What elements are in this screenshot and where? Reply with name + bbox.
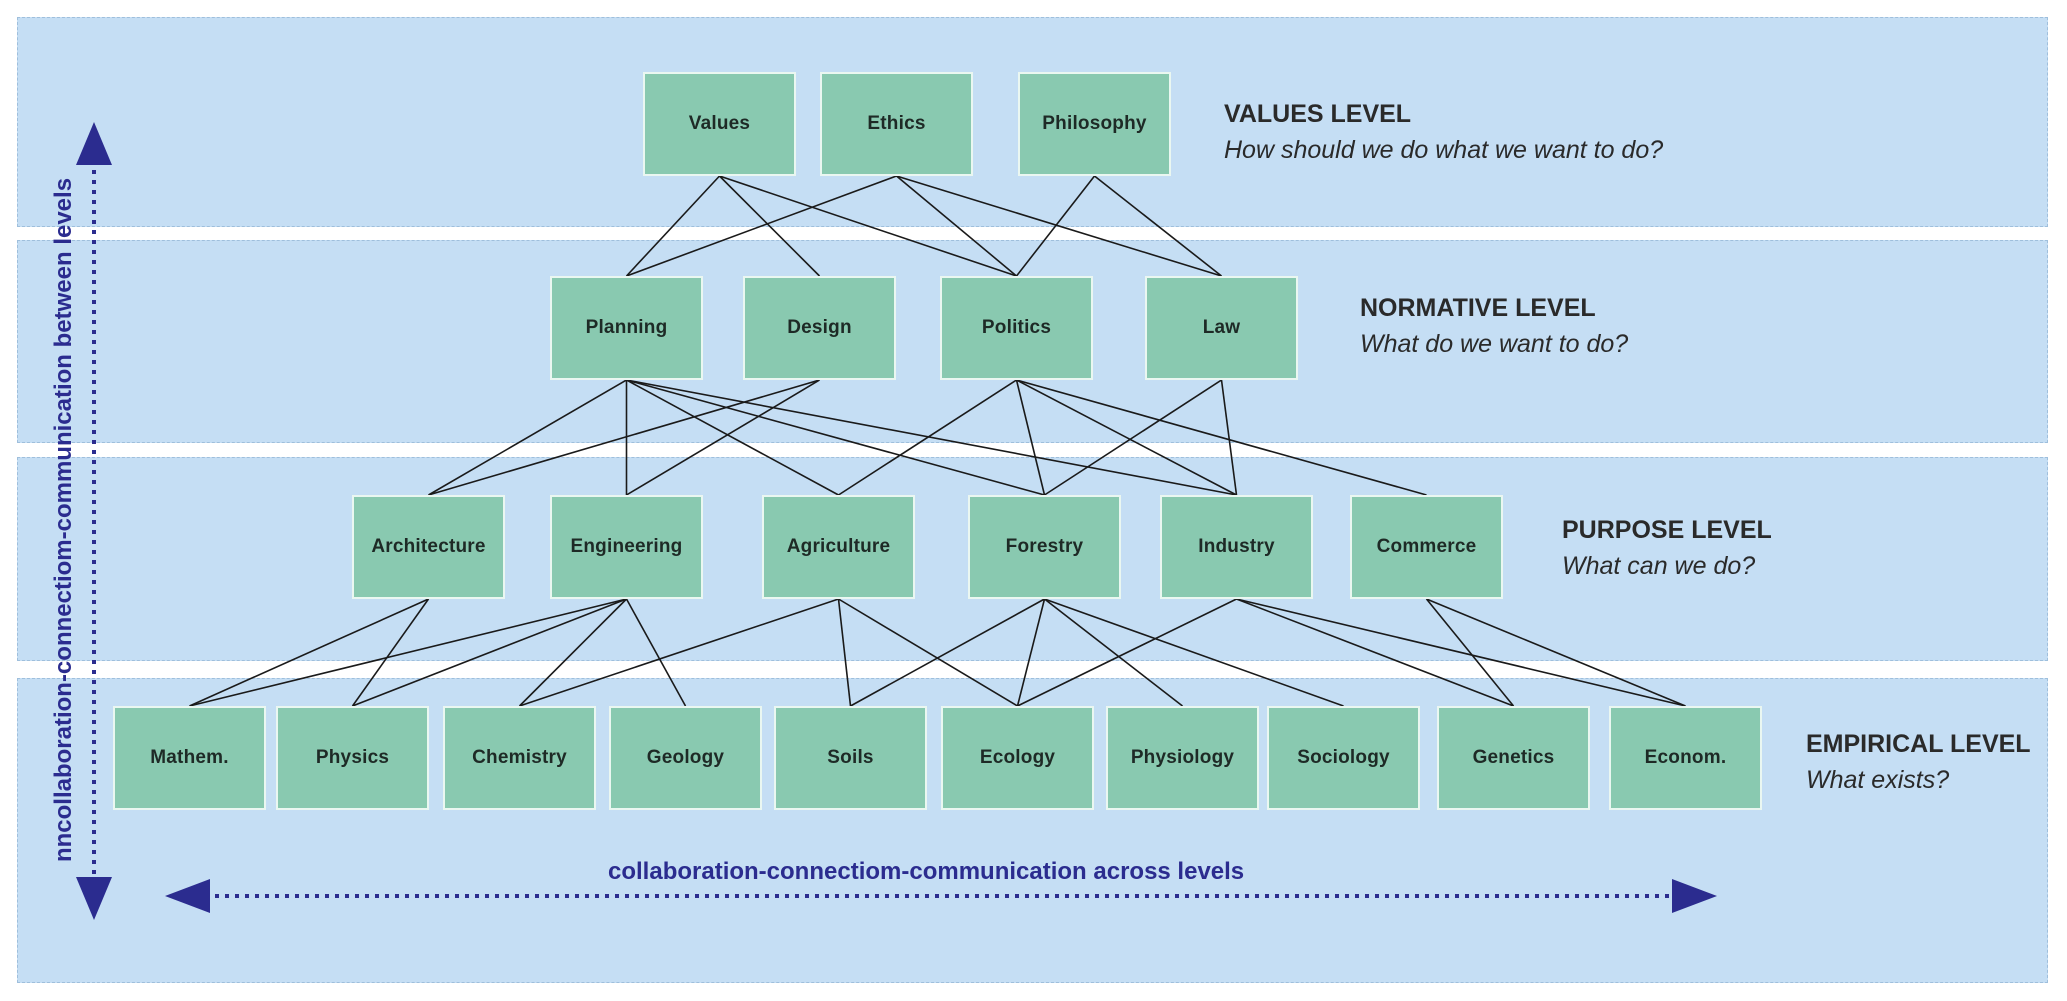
connector-line: [719, 175, 1017, 277]
node-genetics: Genetics: [1437, 706, 1590, 810]
connector-line: [1426, 598, 1686, 707]
connector-line: [518, 598, 628, 707]
node-politics: Politics: [940, 276, 1093, 380]
node-ecology: Ecology: [941, 706, 1094, 810]
connector-line: [895, 175, 1018, 277]
connector-line: [1016, 379, 1427, 496]
node-values: Values: [643, 72, 796, 176]
connector-line: [1220, 379, 1238, 496]
node-commerce: Commerce: [1350, 495, 1503, 599]
node-planning: Planning: [550, 276, 703, 380]
connector-line: [1015, 379, 1046, 496]
connector-line: [1015, 175, 1096, 277]
node-mathem: Mathem.: [113, 706, 266, 810]
connector-line: [718, 175, 821, 277]
empirical-level-question: What exists?: [1806, 766, 1950, 794]
node-physics: Physics: [276, 706, 429, 810]
connector-line: [626, 175, 897, 277]
connector-line: [625, 598, 687, 707]
connector-line: [189, 598, 627, 707]
node-chemistry: Chemistry: [443, 706, 596, 810]
connector-line: [625, 175, 721, 277]
connector-line: [626, 379, 839, 496]
connector-line: [519, 598, 839, 707]
connector-line: [626, 379, 820, 496]
purpose-level-title: PURPOSE LEVEL: [1562, 516, 1772, 544]
node-econom: Econom.: [1609, 706, 1762, 810]
normative-level-question: What do we want to do?: [1360, 330, 1629, 358]
node-industry: Industry: [1160, 495, 1313, 599]
node-agriculture: Agriculture: [762, 495, 915, 599]
node-physiology: Physiology: [1106, 706, 1259, 810]
connector-line: [1044, 598, 1183, 707]
connector-line: [428, 379, 820, 496]
values-level-question: How should we do what we want to do?: [1224, 136, 1664, 164]
node-philosophy: Philosophy: [1018, 72, 1171, 176]
connector-line: [1236, 598, 1514, 707]
node-soils: Soils: [774, 706, 927, 810]
node-design: Design: [743, 276, 896, 380]
empirical-level-title: EMPIRICAL LEVEL: [1806, 730, 2031, 758]
between-levels-caption: nncollaboration-connectiom-communication…: [50, 177, 77, 863]
connector-line: [626, 379, 1237, 496]
purpose-level-question: What can we do?: [1562, 552, 1756, 580]
across-levels-caption: collaboration-connectiom-communication a…: [608, 858, 1245, 885]
node-geology: Geology: [609, 706, 762, 810]
node-architecture: Architecture: [352, 495, 505, 599]
connector-line: [428, 379, 627, 496]
node-law: Law: [1145, 276, 1298, 380]
node-ethics: Ethics: [820, 72, 973, 176]
connector-line: [837, 598, 852, 707]
node-engineering: Engineering: [550, 495, 703, 599]
connector-line: [838, 598, 1018, 707]
connector-line: [352, 598, 627, 707]
connector-line: [351, 598, 430, 707]
normative-level-title: NORMATIVE LEVEL: [1360, 294, 1596, 322]
node-forestry: Forestry: [968, 495, 1121, 599]
connector-line: [1016, 379, 1237, 496]
connector-line: [838, 379, 1017, 496]
connector-line: [850, 598, 1045, 707]
connector-line: [1425, 598, 1515, 707]
node-sociology: Sociology: [1267, 706, 1420, 810]
connector-line: [1016, 598, 1046, 707]
connector-line: [1044, 598, 1344, 707]
connector-line: [1044, 379, 1222, 496]
connector-line: [1017, 598, 1237, 707]
connector-line: [1236, 598, 1686, 707]
connector-line: [626, 379, 1045, 496]
connector-line: [189, 598, 429, 707]
connector-line: [896, 175, 1222, 277]
values-level-title: VALUES LEVEL: [1224, 100, 1412, 128]
connector-line: [1094, 175, 1222, 277]
